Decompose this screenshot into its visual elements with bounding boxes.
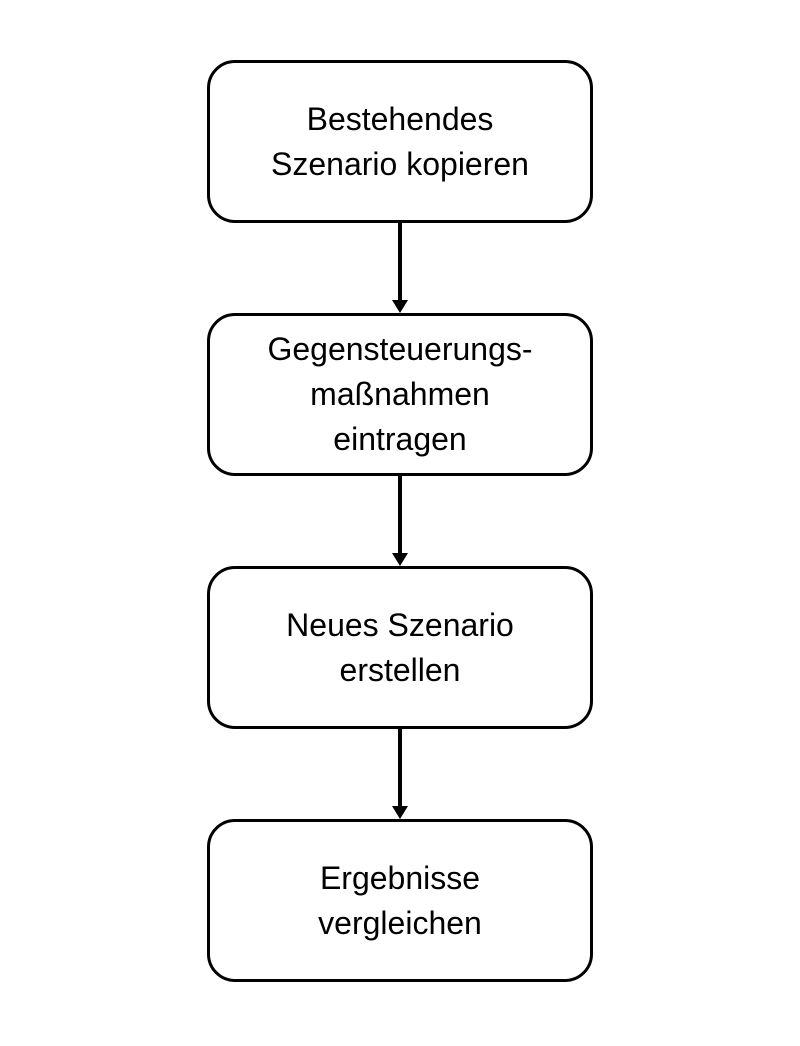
connector-line: [398, 729, 402, 806]
node-label: Gegensteuerungs- maßnahmen eintragen: [267, 327, 532, 462]
node-label-line: eintragen: [333, 421, 467, 457]
node-label-line: Bestehendes: [306, 100, 494, 137]
flow-node-ergebnisse-vergleichen: Ergebnisse vergleichen: [207, 819, 593, 982]
connector-line: [398, 476, 402, 553]
connector-line: [398, 223, 402, 300]
arrowhead-down-icon: [392, 300, 408, 313]
node-label-line: maßnahmen: [310, 376, 490, 412]
node-label-line: Neues Szenario: [286, 606, 514, 643]
node-label-line: vergleichen: [318, 904, 482, 941]
node-label: Ergebnisse vergleichen: [318, 856, 482, 946]
arrow-down-connector-1: [390, 223, 410, 313]
node-label: Bestehendes Szenario kopieren: [271, 97, 529, 187]
node-label-line: erstellen: [339, 651, 461, 688]
arrowhead-down-icon: [392, 806, 408, 819]
arrow-down-connector-2: [390, 476, 410, 566]
node-label-line: Gegensteuerungs-: [267, 331, 533, 367]
flow-node-gegensteuerungsmassnahmen-eintragen: Gegensteuerungs- maßnahmen eintragen: [207, 313, 593, 476]
node-label: Neues Szenario erstellen: [286, 603, 514, 693]
node-label-line: Szenario kopieren: [271, 145, 529, 182]
node-label-line: Ergebnisse: [319, 859, 481, 896]
flow-node-neues-szenario-erstellen: Neues Szenario erstellen: [207, 566, 593, 729]
arrowhead-down-icon: [392, 553, 408, 566]
flow-node-bestehendes-szenario-kopieren: Bestehendes Szenario kopieren: [207, 60, 593, 223]
process-flowchart: Bestehendes Szenario kopieren Gegensteue…: [0, 60, 800, 982]
arrow-down-connector-3: [390, 729, 410, 819]
